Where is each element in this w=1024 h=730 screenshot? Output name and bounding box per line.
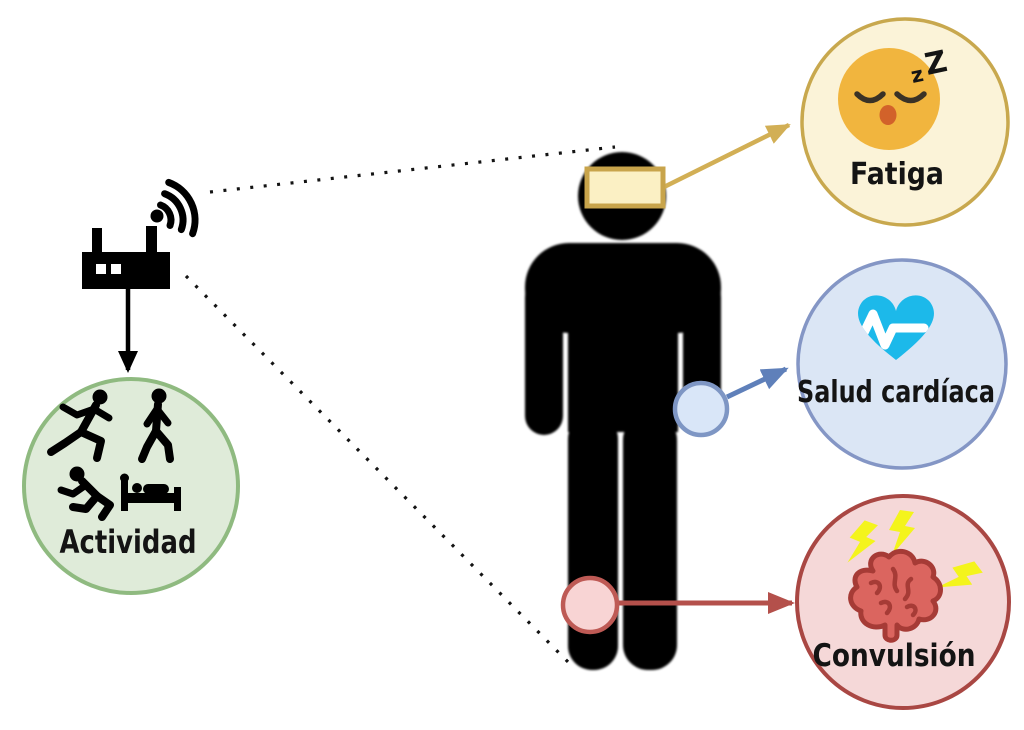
headband-to-fatigue-arrow bbox=[663, 122, 791, 190]
wrist-to-heart-arrow bbox=[725, 366, 789, 400]
person-leg-right bbox=[623, 415, 677, 670]
router-person-dotted-links bbox=[184, 145, 616, 668]
heart-pulse-icon bbox=[858, 295, 934, 360]
wearable-sensors bbox=[560, 166, 730, 635]
snoring-mouth bbox=[879, 105, 897, 125]
seizure-label: Convulsión bbox=[813, 638, 976, 674]
person-arm-left bbox=[525, 278, 563, 435]
brain-folds bbox=[868, 566, 918, 618]
running-icon bbox=[47, 389, 113, 462]
fatigue-circle: z Z Fatiga bbox=[800, 17, 1010, 227]
lightning-bolt-left bbox=[847, 520, 878, 563]
activity-label: Actividad bbox=[60, 523, 197, 561]
heart-circle-bg bbox=[796, 258, 1008, 470]
router-led-1 bbox=[96, 264, 106, 274]
dotted-link-lower bbox=[184, 274, 574, 668]
headband-sensor bbox=[584, 166, 666, 209]
sleeping-face-icon: z Z bbox=[838, 44, 950, 150]
seizure-circle: Convulsión bbox=[795, 494, 1011, 710]
person-torso bbox=[568, 278, 678, 432]
closed-eye-left bbox=[854, 91, 886, 104]
brain-icon bbox=[848, 548, 943, 643]
pulse-line bbox=[858, 309, 929, 350]
closed-eye-right bbox=[894, 91, 927, 104]
wifi-dot bbox=[150, 209, 164, 223]
walking-icon bbox=[138, 388, 174, 463]
router-body bbox=[82, 252, 170, 289]
router-antenna-right bbox=[146, 226, 157, 256]
router-led-2 bbox=[111, 264, 121, 274]
heart-health-circle: Salud cardíaca bbox=[796, 258, 1008, 470]
heart-health-label: Salud cardíaca bbox=[797, 375, 995, 410]
router-antenna-left bbox=[92, 228, 102, 256]
lightning-bolt-middle bbox=[889, 510, 915, 555]
brain-lightning-icon bbox=[847, 510, 983, 643]
wifi-signal-icon bbox=[150, 178, 199, 238]
fatigue-label: Fatiga bbox=[850, 157, 944, 192]
dotted-link-upper bbox=[209, 145, 616, 194]
falling-icon bbox=[57, 466, 114, 521]
zz-small: z bbox=[909, 62, 926, 88]
wifi-router-icon bbox=[82, 178, 199, 289]
wristband-sensor bbox=[672, 380, 730, 438]
activity-circle: Actividad bbox=[22, 377, 240, 595]
lightning-bolt-right bbox=[936, 561, 983, 588]
bed-icon bbox=[120, 473, 181, 511]
ankle-sensor bbox=[560, 575, 620, 635]
